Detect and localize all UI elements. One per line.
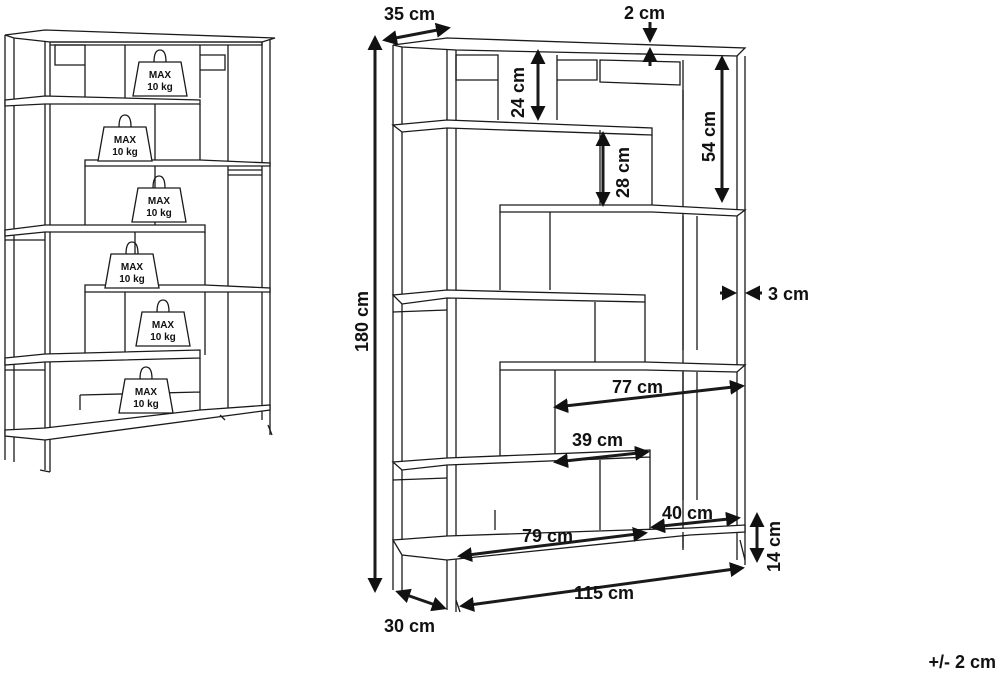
- dim-label-shelf-54: 54 cm: [699, 111, 719, 162]
- large-shelf-illustration: [391, 37, 747, 613]
- svg-text:10 kg: 10 kg: [112, 147, 138, 158]
- dim-line-depth-base: [395, 588, 447, 612]
- svg-text:MAX: MAX: [152, 320, 175, 331]
- dim-line-depth-top: [382, 22, 451, 46]
- svg-text:MAX: MAX: [148, 196, 171, 207]
- dim-label-width-40: 40 cm: [662, 503, 713, 523]
- weight-icon-2: MAX 10 kg: [97, 114, 153, 162]
- dim-line-width-40: [650, 511, 741, 534]
- dim-label-shelf-28: 28 cm: [613, 147, 633, 198]
- dim-line-width-79: [457, 527, 648, 562]
- svg-text:MAX: MAX: [149, 70, 172, 81]
- svg-text:MAX: MAX: [135, 387, 158, 398]
- weight-icon-4: MAX 10 kg: [104, 241, 160, 289]
- svg-text:10 kg: 10 kg: [146, 208, 172, 219]
- svg-text:10 kg: 10 kg: [150, 332, 176, 343]
- dim-label-height-total: 180 cm: [352, 291, 372, 352]
- dim-label-depth-base: 30 cm: [384, 616, 435, 636]
- svg-text:10 kg: 10 kg: [147, 82, 173, 93]
- dim-line-width-77: [553, 379, 745, 414]
- tolerance-note: +/- 2 cm: [928, 652, 996, 672]
- dim-label-leg-height: 14 cm: [764, 521, 784, 572]
- dim-label-width-79: 79 cm: [522, 526, 573, 546]
- svg-text:MAX: MAX: [114, 135, 137, 146]
- dim-label-top-gap: 2 cm: [624, 3, 665, 23]
- weight-icon-5: MAX 10 kg: [135, 299, 191, 347]
- dim-label-depth-top: 35 cm: [384, 4, 435, 24]
- svg-text:MAX: MAX: [121, 262, 144, 273]
- weight-icon-3: MAX 10 kg: [131, 175, 187, 223]
- weight-icon-1: MAX 10 kg: [132, 49, 188, 97]
- dim-label-shelf-24: 24 cm: [508, 67, 528, 118]
- dim-line-width-39: [553, 445, 650, 469]
- svg-text:10 kg: 10 kg: [119, 274, 145, 285]
- dim-line-width-total: [459, 562, 745, 612]
- svg-text:10 kg: 10 kg: [133, 399, 159, 410]
- dim-label-frame-thickness: 3 cm: [768, 284, 809, 304]
- dim-label-width-77: 77 cm: [612, 377, 663, 397]
- weight-icon-6: MAX 10 kg: [118, 366, 174, 414]
- dim-label-width-total: 115 cm: [574, 583, 634, 603]
- dim-label-width-39: 39 cm: [572, 430, 623, 450]
- small-shelf-illustration: [4, 29, 276, 473]
